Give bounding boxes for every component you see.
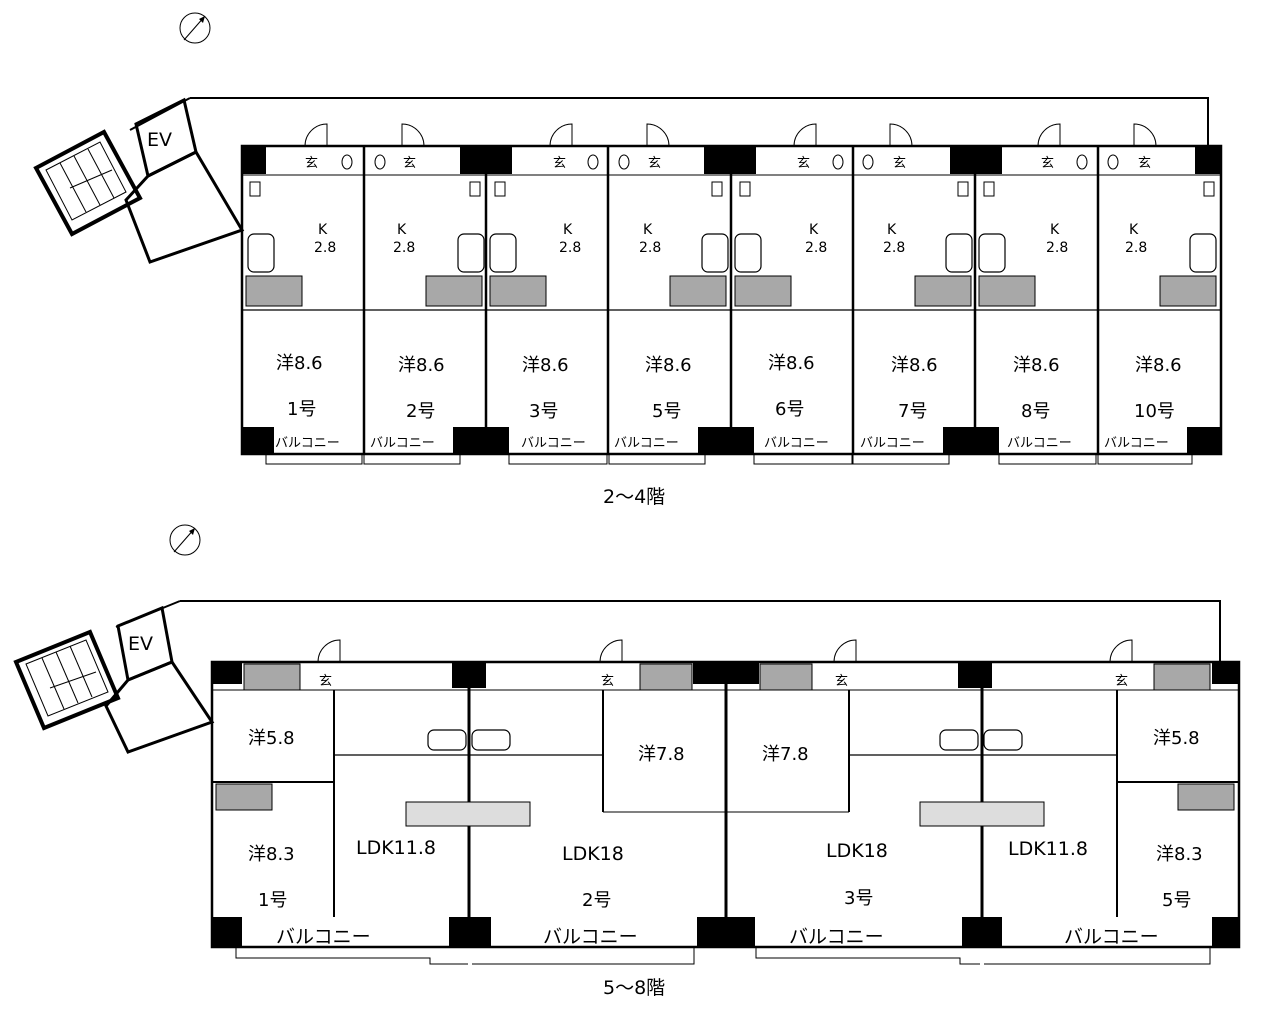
balcony-label: バルコニー xyxy=(1104,436,1169,451)
stair-icon xyxy=(13,629,121,731)
room-label: 洋8.6 xyxy=(1135,355,1182,376)
balcony-label: バルコニー xyxy=(1064,926,1159,948)
kitchen-size: 2.8 xyxy=(883,240,905,256)
balcony-label: バルコニー xyxy=(370,436,435,451)
kitchen-size: 2.8 xyxy=(393,240,415,256)
kitchen-size: 2.8 xyxy=(1046,240,1068,256)
kitchen-size: 2.8 xyxy=(559,240,581,256)
upper-kitchens: K 2.8 K 2.8 K 2.8 K 2.8 K 2.8 K 2.8 K 2.… xyxy=(314,222,1147,256)
lower-balconies: バルコニー バルコニー バルコニー バルコニー xyxy=(235,926,1211,965)
upper-balconies: バルコニー バルコニー バルコニー バルコニー バルコニー バルコニー バルコニ… xyxy=(265,436,1193,465)
room-label: 洋8.6 xyxy=(398,355,445,376)
ldk-label: LDK11.8 xyxy=(356,837,436,859)
room-label: 洋8.3 xyxy=(248,844,295,865)
north-arrow-icon xyxy=(169,524,201,556)
kitchen-size: 2.8 xyxy=(639,240,661,256)
balcony-label: バルコニー xyxy=(764,436,829,451)
entrance-label: 玄 xyxy=(319,674,332,689)
kitchen-size: 2.8 xyxy=(805,240,827,256)
room-label: 洋7.8 xyxy=(638,744,685,765)
room-label: 洋5.8 xyxy=(248,728,295,749)
room-label: 洋8.6 xyxy=(891,355,938,376)
room-label: 洋5.8 xyxy=(1153,728,1200,749)
stair-icon xyxy=(33,129,143,237)
kitchen-label: K xyxy=(318,222,328,238)
balcony-label: バルコニー xyxy=(1007,436,1072,451)
room-label: 洋7.8 xyxy=(762,744,809,765)
balcony-label: バルコニー xyxy=(614,436,679,451)
balcony-label: バルコニー xyxy=(276,926,371,948)
balcony-label: バルコニー xyxy=(543,926,638,948)
entrance-label: 玄 xyxy=(403,156,416,171)
entrance-label: 玄 xyxy=(835,674,848,689)
entrance-label: 玄 xyxy=(797,156,810,171)
entrance-label: 玄 xyxy=(553,156,566,171)
entrance-label: 玄 xyxy=(893,156,906,171)
unit-number: 1号 xyxy=(287,399,316,420)
kitchen-label: K xyxy=(563,222,573,238)
entrance-label: 玄 xyxy=(1138,156,1151,171)
balcony-label: バルコニー xyxy=(860,436,925,451)
upper-entrances: 玄 玄 玄 玄 玄 玄 玄 玄 xyxy=(305,156,1151,171)
unit-number: 8号 xyxy=(1021,401,1050,422)
kitchen-label: K xyxy=(887,222,897,238)
upper-floor-caption: 2〜4階 xyxy=(603,486,665,508)
lower-floor-caption: 5〜8階 xyxy=(603,977,665,999)
ldk-label: LDK18 xyxy=(826,840,888,862)
north-arrow-icon xyxy=(179,12,211,44)
room-label: 洋8.6 xyxy=(1013,355,1060,376)
kitchen-size: 2.8 xyxy=(1125,240,1147,256)
upper-ev-label: EV xyxy=(147,129,172,151)
kitchen-label: K xyxy=(1129,222,1139,238)
room-label: 洋8.3 xyxy=(1156,844,1203,865)
room-label: 洋8.6 xyxy=(645,355,692,376)
kitchen-label: K xyxy=(809,222,819,238)
kitchen-label: K xyxy=(397,222,407,238)
unit-number: 3号 xyxy=(844,888,873,909)
kitchen-size: 2.8 xyxy=(314,240,336,256)
kitchen-label: K xyxy=(1050,222,1060,238)
lower-floor-plan: EV xyxy=(13,524,1241,999)
unit-number: 2号 xyxy=(582,890,611,911)
lower-entrances: 玄 玄 玄 玄 xyxy=(319,674,1128,689)
balcony-label: バルコニー xyxy=(789,926,884,948)
upper-rooms: 洋8.6 洋8.6 洋8.6 洋8.6 洋8.6 洋8.6 洋8.6 洋8.6 xyxy=(276,353,1182,376)
lower-ev-label: EV xyxy=(128,633,153,655)
room-label: 洋8.6 xyxy=(768,353,815,374)
unit-number: 10号 xyxy=(1134,401,1175,422)
unit-number: 5号 xyxy=(652,401,681,422)
unit-number: 2号 xyxy=(406,401,435,422)
room-label: 洋8.6 xyxy=(522,355,569,376)
balcony-label: バルコニー xyxy=(521,436,586,451)
kitchen-label: K xyxy=(643,222,653,238)
room-label: 洋8.6 xyxy=(276,353,323,374)
upper-unit-numbers: 1号 2号 3号 5号 6号 7号 8号 10号 xyxy=(287,399,1175,422)
entrance-label: 玄 xyxy=(601,674,614,689)
unit-number: 1号 xyxy=(258,890,287,911)
entrance-label: 玄 xyxy=(1115,674,1128,689)
unit-number: 5号 xyxy=(1162,890,1191,911)
ldk-label: LDK18 xyxy=(562,843,624,865)
ldk-label: LDK11.8 xyxy=(1008,838,1088,860)
balcony-label: バルコニー xyxy=(275,436,340,451)
upper-floor-plan: EV xyxy=(33,12,1223,508)
unit-number: 7号 xyxy=(898,401,927,422)
entrance-label: 玄 xyxy=(1041,156,1054,171)
unit-number: 6号 xyxy=(775,399,804,420)
entrance-label: 玄 xyxy=(648,156,661,171)
entrance-label: 玄 xyxy=(305,156,318,171)
unit-number: 3号 xyxy=(529,401,558,422)
